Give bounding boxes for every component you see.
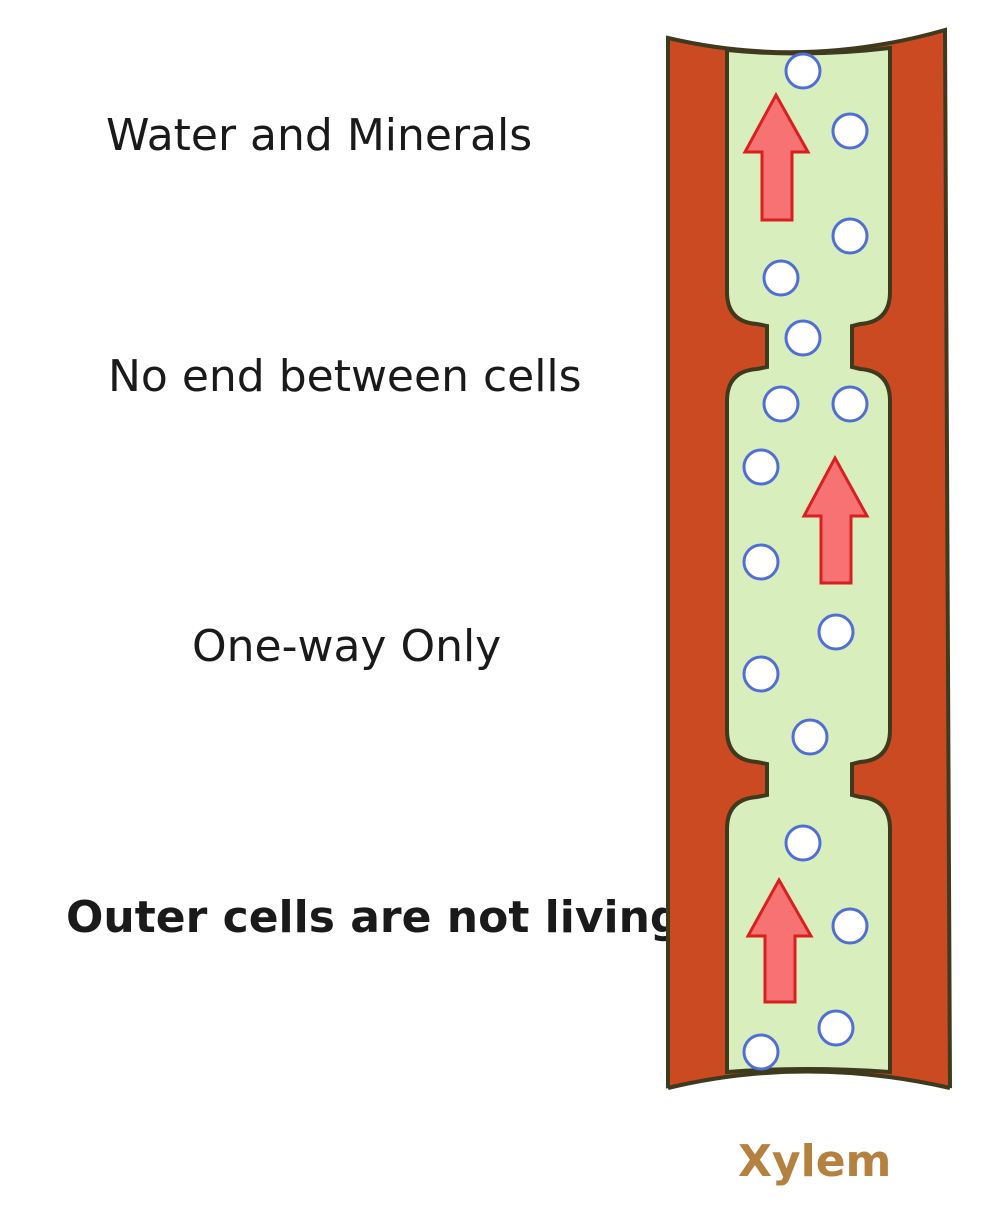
water-bubble-icon <box>791 718 829 756</box>
xylem-bottom-opening <box>660 1072 960 1110</box>
up-arrow-icon <box>745 876 814 1004</box>
water-bubble-icon <box>762 385 800 423</box>
label-no-end-between-cells: No end between cells <box>108 351 582 402</box>
water-bubble-icon <box>784 52 822 90</box>
water-bubble-icon <box>784 319 822 357</box>
water-bubble-icon <box>784 824 822 862</box>
label-water-and-minerals: Water and Minerals <box>106 110 533 161</box>
xylem-lumen <box>725 45 892 1075</box>
water-bubble-icon <box>762 259 800 297</box>
label-outer-cells-not-living: Outer cells are not living <box>66 892 682 943</box>
water-bubble-icon <box>831 385 869 423</box>
water-bubble-icon <box>831 112 869 150</box>
up-arrow-icon <box>801 454 870 585</box>
label-one-way-only: One-way Only <box>192 621 502 672</box>
xylem-bottom-edge <box>667 1069 951 1090</box>
water-bubble-icon <box>742 543 780 581</box>
water-bubble-icon <box>817 613 855 651</box>
water-bubble-icon <box>831 217 869 255</box>
water-bubble-icon <box>742 1033 780 1071</box>
label-xylem: Xylem <box>738 1136 892 1187</box>
water-bubble-icon <box>831 907 869 945</box>
water-bubble-icon <box>742 448 780 486</box>
water-bubble-icon <box>817 1009 855 1047</box>
water-bubble-icon <box>742 655 780 693</box>
up-arrow-icon <box>742 91 811 222</box>
